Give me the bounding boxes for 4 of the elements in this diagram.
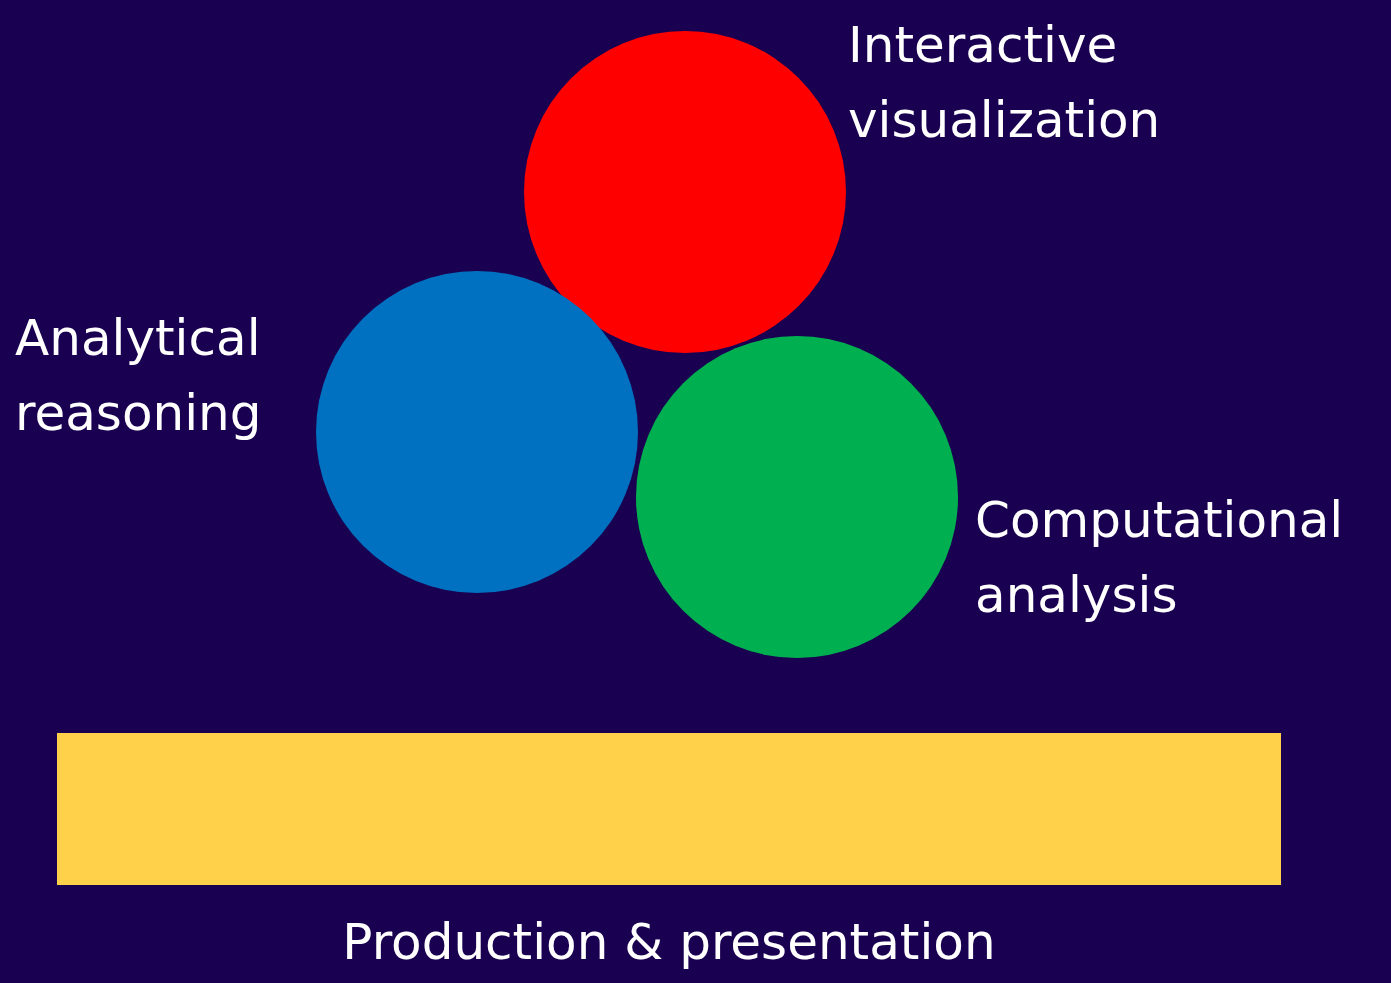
circle-label: Analytical reasoning [15,308,263,444]
circle-label: Computational analysis [975,490,1345,626]
bar-label: Production & presentation [341,912,997,973]
circle-label: Interactive visualization [848,15,1162,151]
